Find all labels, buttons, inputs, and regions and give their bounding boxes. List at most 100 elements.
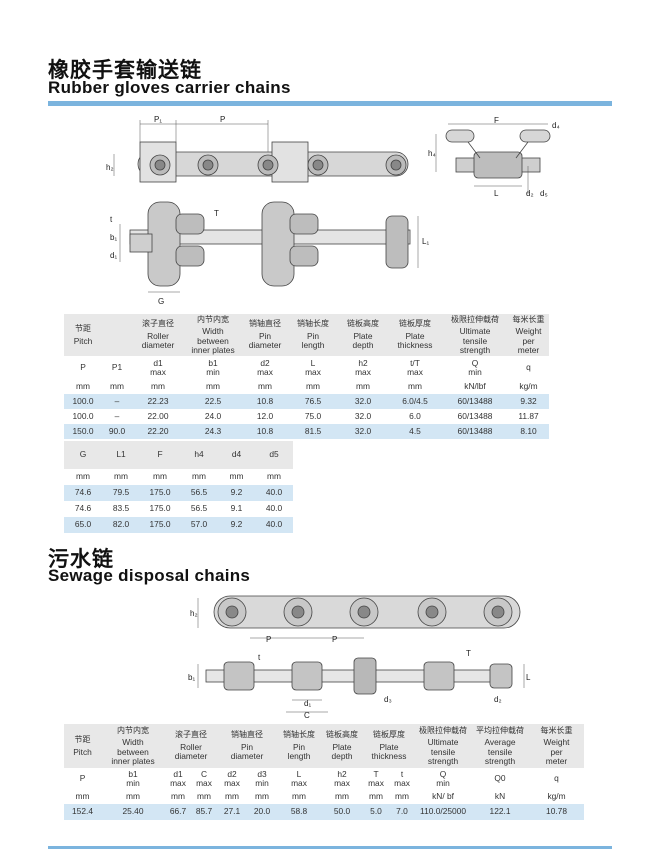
table-cell: 10.8 — [256, 425, 274, 436]
section1-rule — [48, 101, 612, 106]
label-d3: d₃ — [384, 695, 392, 704]
table-cell: 60/13488 — [457, 410, 493, 421]
table-cell: 40.0 — [265, 487, 283, 498]
unit-cell: mm — [171, 791, 185, 802]
table-cell: 32.0 — [354, 410, 372, 421]
table-cell: 9.2 — [230, 487, 243, 498]
symbol-cell: h4 — [194, 449, 204, 460]
table-cell: 5.0 — [370, 806, 382, 817]
footer-rule — [48, 846, 612, 849]
table-cell: 65.0 — [74, 519, 92, 530]
table-cell: – — [114, 395, 120, 406]
table-cell: 40.0 — [265, 503, 283, 514]
symbol-cell: q — [526, 362, 531, 373]
table-cell: 90.0 — [108, 425, 126, 436]
rubber-gloves-chain-diagram: P₁ P h₂ T t b₁ d₁ L₁ G — [106, 115, 429, 306]
table-cell: – — [114, 410, 120, 421]
symbol-cell: q — [554, 773, 559, 784]
table-cell: 79.5 — [112, 487, 130, 498]
table-cell: 110.0/25000 — [420, 806, 466, 817]
unit-cell: mm — [110, 381, 124, 392]
table-cell: 66.7 — [169, 806, 187, 817]
symbol-cell: L1 — [116, 449, 126, 460]
table-cell: 22.23 — [147, 395, 169, 406]
table-cell: 81.5 — [304, 425, 322, 436]
table-cell: 152.4 — [72, 806, 93, 817]
symbol-cell: d5 — [269, 449, 279, 460]
table-cell: 11.87 — [518, 410, 539, 421]
table-cell: 12.0 — [256, 410, 274, 421]
label-t: t — [258, 653, 261, 662]
label-h2: h₂ — [190, 609, 198, 618]
label-L: L — [526, 673, 531, 682]
table-cell: 56.5 — [190, 503, 208, 514]
table-cell: 22.20 — [147, 425, 169, 436]
table-cell: 9.1 — [230, 503, 243, 514]
table-cell: 56.5 — [190, 487, 208, 498]
table-cell: 75.0 — [304, 410, 322, 421]
unit-cell: mm — [306, 381, 320, 392]
header-cell — [102, 314, 132, 356]
table-cell: 150.0 — [72, 425, 94, 436]
unit-cell: mm — [292, 791, 306, 802]
section2-title-en: Sewage disposal chains — [48, 566, 251, 585]
unit-cell: mm — [225, 791, 239, 802]
table-cell: 9.32 — [520, 395, 537, 406]
label-L1: L₁ — [422, 237, 429, 246]
label-h2: h₂ — [106, 163, 114, 172]
section1-title-cn: 橡胶手套输送链 — [48, 58, 202, 82]
table-cell: 60/13488 — [457, 395, 493, 406]
label-b1: b₁ — [110, 233, 117, 242]
unit-cell: mm — [335, 791, 349, 802]
label-b1: b₁ — [188, 673, 195, 682]
table-cell: 4.5 — [409, 425, 421, 436]
table-cell: 85.7 — [195, 806, 213, 817]
unit-cell: mm — [255, 791, 269, 802]
label-d1: d₁ — [110, 251, 117, 260]
table-cell: 25.40 — [122, 806, 144, 817]
section2-title-cn: 污水链 — [48, 547, 114, 571]
table-cell: 27.1 — [223, 806, 241, 817]
label-C: C — [304, 711, 310, 720]
table-cell: 57.0 — [190, 519, 208, 530]
table-cell: 82.0 — [112, 519, 130, 530]
unit-cell: kg/m — [547, 791, 566, 802]
table-cell: 58.8 — [290, 806, 308, 817]
label-d2: d₂ — [526, 189, 534, 198]
symbol-cell: G — [79, 449, 87, 460]
label-p1: P₁ — [154, 115, 162, 124]
unit-cell: mm — [258, 381, 272, 392]
